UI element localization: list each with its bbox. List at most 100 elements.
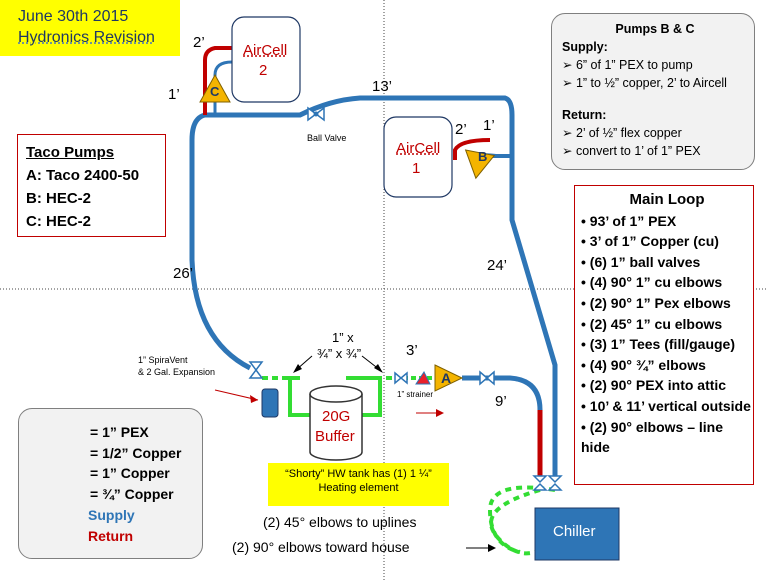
length-c-side: 1’ [168,86,180,103]
main-loop-text: (4) 90° 1” cu elbows [589,274,723,291]
length-top: 13’ [372,78,393,95]
taco-pump-c: C: HEC-2 [26,213,92,230]
expansion-label: & 2 Gal. Expansion [138,367,216,377]
main-loop-text: (6) 1” ball valves [589,253,701,270]
pump-a-icon [434,364,464,392]
ball-valve-label: Ball Valve [307,133,347,143]
legend-supply-label: Supply [88,507,135,523]
pump-b-icon [464,149,496,180]
main-loop-text: (4) 90° ¾” elbows [589,356,706,373]
taco-pumps-heading: Taco Pumps [26,144,115,161]
main-loop-item: • (2) 90° PEX into attic [581,377,727,394]
legend-half-copper-label: = 1/2” Copper [90,445,182,461]
main-loop-item: • (4) 90° 1” cu elbows [581,274,723,291]
reducer-line1: 1” x [332,330,354,345]
ball-valve-chiller-right [547,475,563,491]
arrow-spiravent-head [250,395,258,403]
main-loop-text: 10’ & 11’ vertical outside [589,397,751,414]
pumps-bc-heading: Pumps B & C [615,22,695,36]
bullet-arrow-icon: ➢ [562,144,576,158]
pex-loop-top [205,95,515,150]
arrow-reducer-left-head [293,364,302,373]
chiller-label: Chiller [553,523,596,540]
arrow-flow-a-head [436,409,444,417]
shorty-line1: “Shorty” HW tank has (1) 1 ¼” [285,468,432,480]
aircell2-name: AirCell [243,42,288,59]
expansion-tank [261,388,279,418]
ball-valve-bottom [479,370,495,386]
legend-box [18,408,203,559]
pex-loop-left [189,112,252,371]
main-loop-item: • (4) 90° ¾” elbows [581,356,706,373]
length-b-top: 1’ [483,117,495,134]
pumps-bc-supply-item: ➢ 6” of 1” PEX to pump [562,56,748,74]
note-elbows-45: (2) 45° elbows to uplines [263,514,417,530]
pumps-bc-return-text: 2’ of ½” flex copper [575,126,682,140]
main-loop-item: • (2) 45° 1” cu elbows [581,315,723,332]
legend-threequarter-label: = ¾” Copper [90,486,174,502]
pump-a-label: A [441,370,452,386]
main-loop-text: (2) 90° 1” Pex elbows [589,294,731,311]
main-loop-item: • (2) 90° elbows – line hide [581,418,723,456]
pumps-bc-supply-item: ➢ 1” to ½” copper, 2’ to Aircell [562,74,748,92]
reducer-line2: ¾” x ¾” [317,346,362,361]
aircell1-num: 1 [412,160,421,177]
ball-valve-left [248,361,264,379]
taco-pump-b: B: HEC-2 [26,190,92,207]
pex-bottom [462,375,543,480]
main-loop-text: (2) 90° elbows – line hide [581,418,723,456]
length-buffer-out: 3’ [406,342,418,359]
title-line2: Hydronics Revision [18,29,155,46]
aircell-2-box [231,16,301,103]
return-line-b [453,138,491,160]
pumps-bc-return-text: convert to 1’ of 1” PEX [575,144,701,158]
main-loop-item: • 3’ of 1” Copper (cu) [581,233,719,250]
length-bottom: 9’ [495,393,507,410]
title-box: June 30th 2015 Hydronics Revision [0,0,180,56]
bullet-arrow-icon: ➢ [562,76,576,90]
pumps-bc-return-item: ➢ convert to 1’ of 1” PEX [562,142,748,160]
pump-c-icon [199,73,231,103]
main-loop-text: (3) 1” Tees (fill/gauge) [589,336,736,353]
shorty-line2: Heating element [318,482,399,494]
bullet-arrow-icon: ➢ [562,126,576,140]
pumps-bc-supply-heading: Supply: [562,40,608,54]
ball-valve-chiller-left [532,475,548,491]
pumps-bc-box: Pumps B & C Supply: ➢ 6” of 1” PEX to pu… [551,13,755,170]
pex-right-down [509,150,558,480]
arrow-reducer-right-head [374,364,383,373]
ball-valve-strainer [394,371,408,385]
strainer-label: 1” strainer [397,390,434,399]
bullet-arrow-icon: ➢ [562,58,576,72]
main-loop-text: 93’ of 1” PEX [589,212,677,229]
length-c-top: 2’ [193,34,205,51]
legend-pex-label: = 1” PEX [90,424,149,440]
aircell-1-box [383,116,453,198]
buffer-size: 20G [322,408,351,425]
buffer-name: Buffer [315,428,355,445]
copper-34-right [346,376,382,417]
pumps-bc-supply-text: 6” of 1” PEX to pump [575,58,693,72]
return-line-c [203,46,232,115]
strainer-icon [415,371,431,385]
legend-return-label: Return [88,528,134,544]
pumps-bc-supply-text: 1” to ½” copper, 2’ to Aircell [575,76,727,90]
length-right: 24’ [487,257,508,274]
arrow-house-head [488,544,496,552]
note-elbows-90: (2) 90° elbows toward house [232,539,410,555]
main-loop-text: (2) 90° PEX into attic [589,377,727,394]
ball-valve-top [307,106,325,122]
main-loop-text: 3’ of 1” Copper (cu) [589,233,719,250]
main-loop-item: • (2) 90° 1” Pex elbows [581,294,731,311]
copper-34-left [288,376,320,417]
length-left: 26’ [173,265,194,282]
main-loop-item: • (6) 1” ball valves [581,253,701,270]
main-loop-item: • 10’ & 11’ vertical outside [581,397,751,414]
main-loop-item: • (3) 1” Tees (fill/gauge) [581,336,736,353]
buffer-tank [309,385,363,461]
main-loop-text: (2) 45° 1” cu elbows [589,315,723,332]
length-b-left: 2’ [455,121,467,138]
pump-c-label: C [210,84,220,99]
main-loop-item: • 93’ of 1” PEX [581,212,677,229]
taco-pump-a: A: Taco 2400-50 [26,167,140,184]
